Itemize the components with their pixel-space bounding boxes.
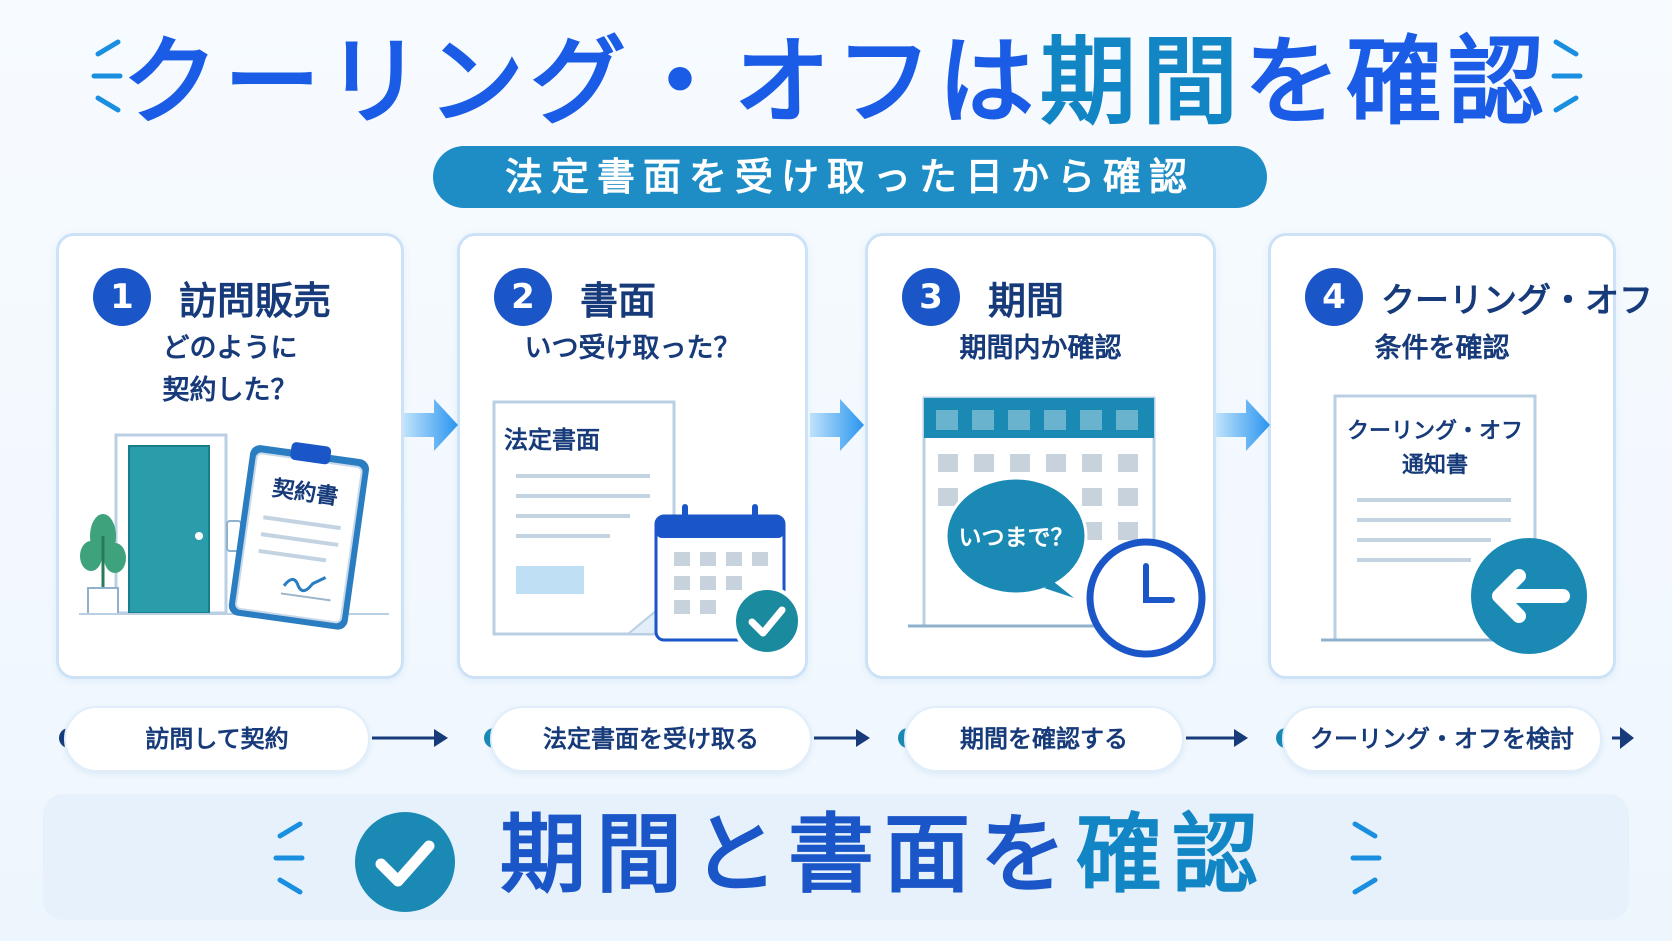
step-title: クーリング・オフ — [1381, 280, 1653, 321]
clock-icon — [1086, 538, 1206, 658]
step-label-2: 法定書面を受け取る — [490, 706, 812, 772]
step-question-line1: どのように — [162, 333, 298, 364]
visit-sales-illustration: 契約書 — [79, 433, 389, 630]
door-icon — [114, 433, 242, 615]
title-part1: クーリング・オフは — [122, 26, 1040, 138]
step-number-badge: 4 — [1305, 268, 1363, 326]
step-card-3-header: 3 期間 — [902, 268, 1064, 326]
step-title: 訪問販売 — [179, 278, 332, 323]
main-title: クーリング・オフは期間を確認 — [0, 22, 1672, 142]
line-arrow-icon — [814, 729, 870, 747]
bottom-text-accent: 確認 — [1076, 805, 1268, 905]
burst-left-icon — [91, 39, 123, 113]
line-arrow-icon — [1186, 729, 1248, 747]
document-icon: 法定書面 — [492, 400, 676, 636]
step-card-4: 4 クーリング・オフ 条件を確認 クーリング・オフ 通知書 — [1268, 233, 1653, 679]
step-question-line1: 期間内か確認 — [959, 333, 1122, 364]
check-icon — [732, 586, 802, 656]
title-accent: 期間 — [1040, 26, 1244, 138]
step-label-3: 期間を確認する — [904, 706, 1184, 772]
step-card-1: 1 訪問販売 どのように 契約した？ — [56, 233, 404, 679]
notice-title-line1: クーリング・オフ — [1347, 418, 1523, 443]
step-number-badge: 1 — [93, 268, 151, 326]
check-icon — [355, 812, 455, 912]
period-illustration: いつまで？ — [908, 396, 1206, 658]
burst-right-icon — [1350, 821, 1382, 895]
clipboard-icon: 契約書 — [228, 442, 369, 630]
step-question-line1: いつ受け取った？ — [524, 333, 741, 364]
plant-icon — [80, 514, 126, 615]
title-part2: を確認 — [1244, 26, 1550, 138]
speech-bubble-text: いつまで？ — [959, 524, 1074, 550]
step-card-1-header: 1 訪問販売 — [93, 268, 331, 326]
flow-arrow-icon — [404, 399, 458, 451]
line-arrow-icon — [1612, 727, 1634, 749]
step-question-line1: 条件を確認 — [1374, 333, 1510, 364]
subtitle-pill: 法定書面を受け取った日から確認 — [433, 146, 1267, 208]
speech-bubble-icon: いつまで？ — [944, 476, 1088, 598]
step-card-3: 3 期間 期間内か確認 — [865, 233, 1216, 679]
step-label-1: 訪問して契約 — [64, 706, 370, 772]
step-title: 期間 — [988, 278, 1065, 323]
step-number-badge: 2 — [494, 268, 552, 326]
step-number-badge: 3 — [902, 268, 960, 326]
document-illustration: 法定書面 — [492, 400, 802, 656]
bottom-message: 期間と書面を確認 — [500, 800, 1268, 910]
notice-illustration: クーリング・オフ 通知書 — [1321, 394, 1587, 654]
step-title: 書面 — [580, 278, 657, 323]
back-arrow-icon — [1471, 538, 1587, 654]
step-card-2-header: 2 書面 — [494, 268, 656, 326]
line-arrow-icon — [372, 729, 448, 747]
step-card-2: 2 書面 いつ受け取った？ 法定書面 — [457, 233, 808, 679]
step-label-4: クーリング・オフを検討 — [1282, 706, 1602, 772]
document-title: 法定書面 — [504, 426, 600, 454]
flow-arrow-icon — [810, 399, 864, 451]
step-question-line2: 契約した？ — [162, 375, 298, 406]
burst-right-icon — [1551, 39, 1583, 113]
step-card-4-header: 4 クーリング・オフ — [1305, 268, 1653, 326]
flow-arrow-icon — [1216, 399, 1270, 451]
notice-title-line2: 通知書 — [1402, 452, 1468, 477]
bottom-text-part1: 期間と書面を — [500, 805, 1076, 905]
burst-left-icon — [273, 821, 305, 895]
